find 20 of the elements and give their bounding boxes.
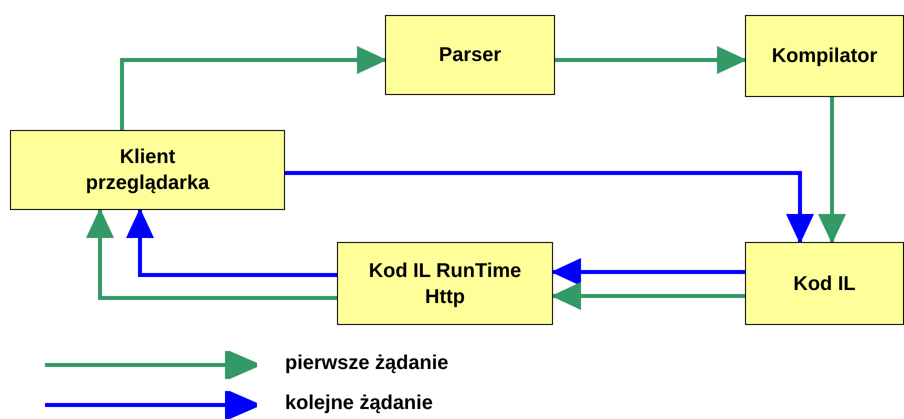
process-box	[745, 242, 904, 325]
legend-label: kolejne żądanie	[285, 392, 433, 415]
arrow	[555, 46, 747, 74]
box-label: Kod IL	[793, 272, 856, 296]
arrow	[120, 46, 387, 130]
arrow	[551, 258, 745, 286]
arrow	[551, 282, 745, 310]
arrow	[285, 171, 814, 244]
process-box	[745, 15, 904, 97]
box-label: Klient przeglądarka	[84, 145, 210, 196]
box-label: Kod IL RunTime Http	[368, 258, 522, 310]
arrow	[818, 97, 846, 244]
arrow	[86, 208, 337, 300]
box-label: Kompilator	[772, 44, 878, 69]
process-box	[337, 242, 553, 325]
arrow	[126, 208, 337, 277]
box-label: Parser	[438, 43, 502, 68]
legend-label: pierwsze żądanie	[285, 352, 448, 375]
process-box	[10, 130, 285, 210]
process-box	[385, 15, 555, 95]
